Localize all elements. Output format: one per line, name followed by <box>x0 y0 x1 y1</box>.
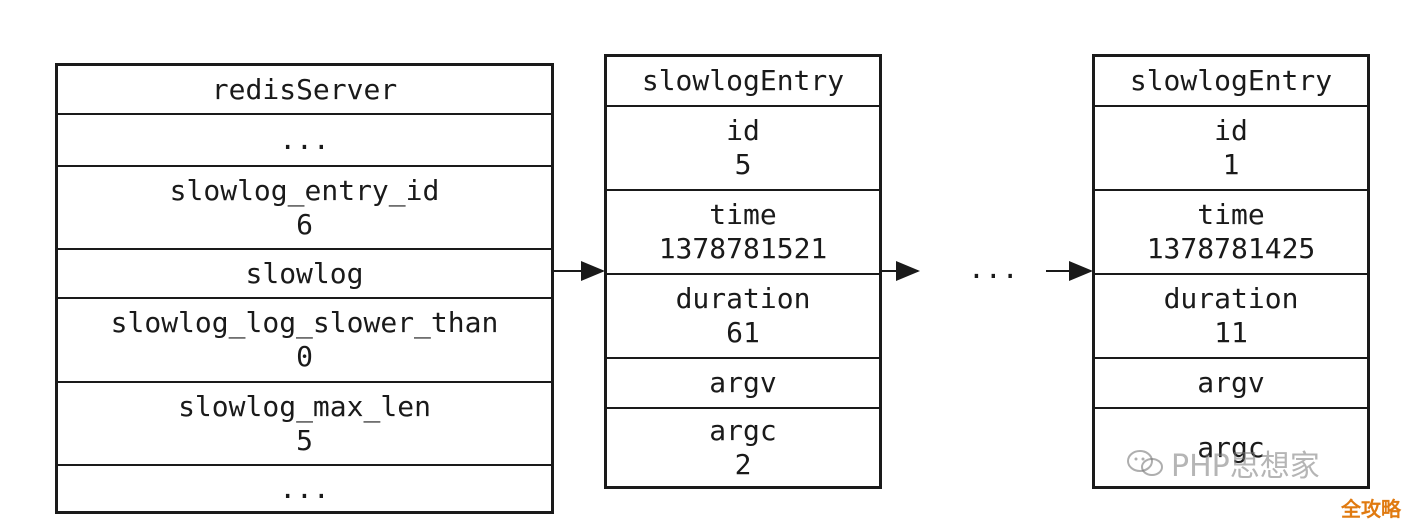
field-label: slowlog <box>245 256 364 290</box>
corner-logo-text: 全攻略 <box>1341 497 1401 521</box>
field-label: duration <box>675 282 811 315</box>
between-entries-ellipsis: ... <box>968 252 1019 285</box>
slowlog-entry-5: slowlogEntry id 5 time 1378781521 durati… <box>604 54 882 489</box>
watermark-text: PHP思想家 <box>1171 449 1320 484</box>
field-label: id <box>1214 114 1248 147</box>
field-label: argv <box>709 366 777 399</box>
slowlog-cell: slowlog <box>58 250 551 299</box>
server-ellipsis-bottom-cell: ... <box>58 466 551 511</box>
entry-title-cell: slowlogEntry <box>1095 57 1367 107</box>
entry-argv-cell: argv <box>1095 359 1367 409</box>
server-ellipsis-top-cell: ... <box>58 115 551 167</box>
entry-duration-cell: duration 11 <box>1095 275 1367 359</box>
field-value: 0 <box>296 340 313 373</box>
slowlog-entry-1: slowlogEntry id 1 time 1378781425 durati… <box>1092 54 1370 489</box>
entry-title: slowlogEntry <box>641 64 845 97</box>
entry-argc-cell: argc 2 <box>607 409 879 486</box>
slowlog-slower-than-cell: slowlog_log_slower_than 0 <box>58 299 551 383</box>
field-label: time <box>1197 198 1265 231</box>
field-label: argv <box>1197 366 1265 399</box>
entry-time-cell: time 1378781521 <box>607 191 879 275</box>
entry-time-cell: time 1378781425 <box>1095 191 1367 275</box>
field-value: 61 <box>726 316 760 349</box>
field-label: argc <box>709 413 777 447</box>
entry-argv-cell: argv <box>607 359 879 409</box>
field-value: 5 <box>734 148 752 181</box>
field-label: time <box>709 198 777 231</box>
field-label: id <box>726 114 760 147</box>
field-value: 1378781521 <box>658 232 828 265</box>
slowlog-entry-id-cell: slowlog_entry_id 6 <box>58 167 551 250</box>
field-value: 1378781425 <box>1146 232 1316 265</box>
field-value: 11 <box>1214 316 1248 349</box>
ellipsis: ... <box>279 471 330 505</box>
ellipsis: ... <box>279 123 330 156</box>
field-label: slowlog_max_len <box>178 389 431 423</box>
field-value: 5 <box>296 423 313 457</box>
redis-server-struct: redisServer ... slowlog_entry_id 6 slowl… <box>55 63 554 514</box>
slowlog-max-len-cell: slowlog_max_len 5 <box>58 383 551 466</box>
server-title: redisServer <box>211 72 398 106</box>
entry-title: slowlogEntry <box>1129 64 1333 97</box>
field-label: duration <box>1163 282 1299 315</box>
wechat-icon <box>1127 450 1163 476</box>
server-title-cell: redisServer <box>58 66 551 115</box>
field-value: 6 <box>296 207 313 241</box>
field-value: 2 <box>734 447 752 481</box>
field-label: slowlog_log_slower_than <box>110 306 499 339</box>
field-value: 1 <box>1222 148 1240 181</box>
entry-duration-cell: duration 61 <box>607 275 879 359</box>
entry-argc-cell: argc <box>1095 409 1367 486</box>
entry-id-cell: id 1 <box>1095 107 1367 191</box>
field-label: argc <box>1197 430 1265 464</box>
entry-id-cell: id 5 <box>607 107 879 191</box>
watermark: PHP思想家 <box>1125 441 1320 485</box>
entry-title-cell: slowlogEntry <box>607 57 879 107</box>
field-label: slowlog_entry_id <box>169 173 440 207</box>
